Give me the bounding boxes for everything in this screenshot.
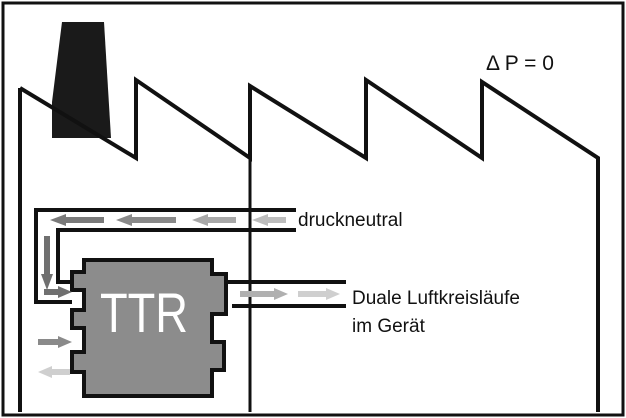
outlet-arrow-1 bbox=[240, 288, 288, 300]
duct-arrow-4 bbox=[50, 214, 104, 226]
dual-airflow-label-line2: im Gerät bbox=[352, 316, 426, 337]
druckneutral-label: druckneutral bbox=[298, 210, 403, 231]
factory-sawtooth-roof bbox=[18, 76, 600, 412]
duct-arrow-1 bbox=[252, 214, 286, 226]
pressure-label: Δ P = 0 bbox=[486, 52, 554, 75]
duct-arrow-2 bbox=[192, 214, 236, 226]
duct-inner-wall bbox=[56, 228, 296, 284]
duct-arrow-3 bbox=[116, 214, 176, 226]
duct-outer-wall bbox=[34, 208, 296, 304]
exhaust-arrow bbox=[38, 366, 70, 378]
duct-arrow-into-device bbox=[44, 286, 72, 298]
duct-arrow-down bbox=[41, 236, 53, 290]
chimney-icon bbox=[52, 22, 111, 138]
intake-arrow bbox=[38, 336, 72, 348]
ttr-device-label: TTR bbox=[100, 281, 188, 344]
dual-airflow-label-line1: Duale Luftkreisläufe bbox=[352, 288, 520, 309]
ttr-device-body bbox=[70, 258, 228, 398]
outlet-arrow-2 bbox=[298, 288, 340, 300]
